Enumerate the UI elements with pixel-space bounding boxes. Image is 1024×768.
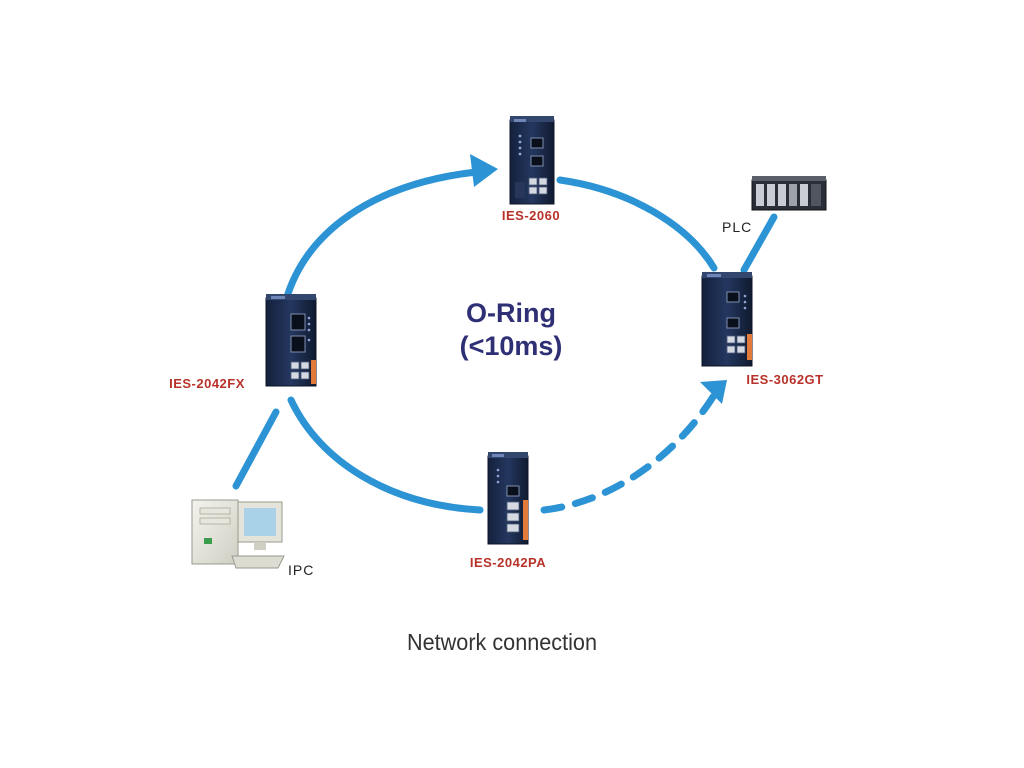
- switch-ies-2042pa: [487, 452, 529, 545]
- link-plc: [740, 213, 778, 274]
- label-ies-2060: IES-2060: [502, 208, 560, 223]
- link-ipc: [232, 408, 280, 490]
- ring-title-line2: (<10ms): [460, 331, 563, 361]
- switch-ies-2060: [509, 116, 555, 205]
- plc-icon: [751, 176, 827, 211]
- ring-title-line1: O-Ring: [466, 298, 556, 328]
- link-top-to-right: [556, 176, 718, 272]
- label-ies-2042pa: IES-2042PA: [470, 555, 546, 570]
- diagram-caption: Network connection: [407, 629, 597, 655]
- arrowhead-top: [470, 154, 498, 187]
- ring-arrowheads: [470, 154, 727, 404]
- link-left-to-bottom: [287, 396, 484, 514]
- ring-links: [232, 168, 778, 514]
- arrowhead-right: [700, 380, 727, 404]
- label-ipc: IPC: [288, 562, 314, 578]
- link-bottom-to-right-dashed: [540, 388, 720, 514]
- switch-ies-2042fx: [265, 294, 317, 387]
- label-ies-3062gt: IES-3062GT: [746, 372, 823, 387]
- switch-ies-3062gt: [701, 272, 753, 367]
- link-left-to-top: [282, 168, 480, 304]
- label-plc: PLC: [722, 219, 752, 235]
- ipc-computer-icon: [191, 499, 285, 569]
- label-ies-2042fx: IES-2042FX: [169, 376, 245, 391]
